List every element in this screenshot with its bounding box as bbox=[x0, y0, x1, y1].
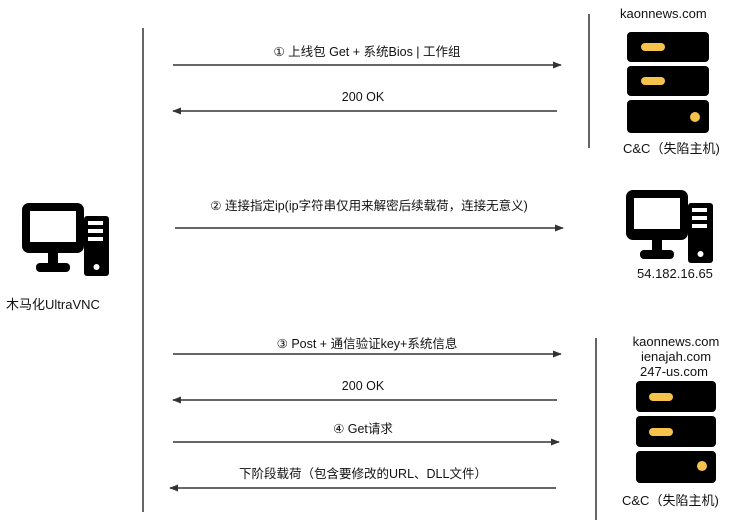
message-label-1: ① 上线包 Get + 系统Bios | 工作组 bbox=[273, 45, 461, 59]
message-label-3: ② 连接指定ip(ip字符串仅用来解密后续载荷，连接无意义) bbox=[210, 199, 528, 213]
domain-1: kaonnews.com bbox=[632, 334, 720, 349]
desktop-computer-icon bbox=[22, 203, 109, 276]
server-icon bbox=[636, 381, 716, 483]
top-server-domain: kaonnews.com bbox=[620, 6, 707, 21]
message-label-5: 200 OK bbox=[341, 379, 385, 393]
message-arrows bbox=[169, 61, 564, 492]
desktop-computer-icon bbox=[626, 190, 713, 263]
message-label-4: ③ Post + 通信验证key+系统信息 bbox=[276, 337, 458, 351]
server-icon bbox=[627, 32, 709, 133]
domain-2: ienajah.com bbox=[640, 349, 712, 364]
left-node-label: 木马化UltraVNC bbox=[6, 297, 100, 312]
message-label-2: 200 OK bbox=[341, 90, 385, 104]
bottom-server-domains: kaonnews.com ienajah.com 247-us.com bbox=[616, 334, 736, 379]
top-server-label: C&C（失陷主机) bbox=[623, 141, 720, 156]
middle-host-ip: 54.182.16.65 bbox=[637, 266, 713, 281]
message-label-6: ④ Get请求 bbox=[333, 422, 393, 436]
bottom-server-label: C&C（失陷主机) bbox=[622, 493, 719, 508]
domain-3: 247-us.com bbox=[640, 364, 708, 379]
message-label-7: 下阶段载荷（包含要修改的URL、DLL文件） bbox=[239, 467, 487, 481]
